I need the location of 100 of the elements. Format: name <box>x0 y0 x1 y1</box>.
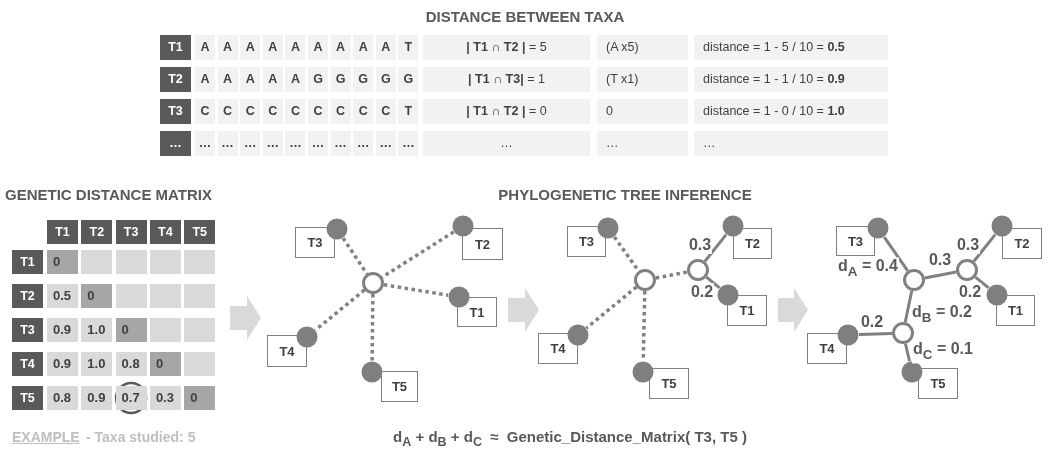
branch-line <box>974 275 990 290</box>
branch-line <box>924 270 957 280</box>
nucleotide-cell: C <box>262 99 283 124</box>
taxon-label: T1 <box>457 297 497 327</box>
taxon-header: T3 <box>115 220 147 244</box>
matrix-value: 1.0 <box>81 318 113 342</box>
matrix-value: 0 <box>47 250 78 274</box>
taxon-label: T5 <box>649 368 689 399</box>
taxon-header: T3 <box>160 99 191 124</box>
nucleotide-cell: A <box>195 67 215 92</box>
matrix-value: 0.9 <box>81 386 113 410</box>
taxon-header: T3 <box>12 318 43 342</box>
distance-cell: distance = 1 - 5 / 10 = 0.5 <box>694 35 888 60</box>
nucleotide-cell: A <box>217 35 238 60</box>
nucleotide-cell: G <box>375 67 396 92</box>
taxon-header: T1 <box>160 35 191 60</box>
nucleotide-cell: … <box>308 131 328 156</box>
nucleotide-cell: … <box>398 131 419 156</box>
step-arrow <box>508 288 539 332</box>
taxon-header: T4 <box>149 220 181 244</box>
taxon-label: T4 <box>807 333 847 364</box>
taxon-header: T1 <box>47 220 78 244</box>
distance-cell: distance = 1 - 1 / 10 = 0.9 <box>694 67 888 92</box>
matrix-value: 0.8 <box>47 386 78 410</box>
taxon-header: T1 <box>12 250 43 274</box>
branch-line <box>972 233 997 263</box>
intersection-cell: | T1 ∩ T2 | = 5 <box>423 35 590 60</box>
matrix-value: 0.8 <box>115 352 147 376</box>
taxon-header: T5 <box>12 386 43 410</box>
edge-label: 0.3 <box>687 236 713 254</box>
taxon-header: … <box>160 131 191 156</box>
shared-count-cell: (T x1) <box>597 67 688 92</box>
taxon-header: T2 <box>81 220 113 244</box>
example-label: EXAMPLE <box>12 428 81 447</box>
nucleotide-cell: A <box>240 67 261 92</box>
nucleotide-cell: A <box>308 35 328 60</box>
matrix-value: 0 <box>115 318 147 342</box>
branch-line <box>904 343 911 362</box>
taxon-label: T4 <box>538 333 578 364</box>
branch-line <box>883 236 909 272</box>
nucleotide-cell: A <box>262 67 283 92</box>
nucleotide-cell: A <box>195 35 215 60</box>
nucleotide-cell: C <box>375 99 396 124</box>
matrix-value: 0.9 <box>47 318 78 342</box>
branch-line <box>858 331 893 337</box>
nucleotide-cell: A <box>262 35 283 60</box>
nucleotide-cell: … <box>240 131 261 156</box>
intersection-cell: | T1 ∩ T2 | = 0 <box>423 99 590 124</box>
nucleotide-cell: G <box>398 67 419 92</box>
nucleotide-cell: G <box>308 67 328 92</box>
matrix-value: 0.5 <box>47 284 78 308</box>
taxon-label: T3 <box>567 226 606 257</box>
edge-label: d$_{B}$ = 0.2 <box>911 303 973 327</box>
nucleotide-cell: … <box>195 131 215 156</box>
nucleotide-cell: A <box>353 35 374 60</box>
taxon-label: T2 <box>733 228 772 259</box>
matrix-value: 1.0 <box>81 352 113 376</box>
shared-count-cell: 0 <box>597 99 688 124</box>
taxon-label: T2 <box>1002 228 1042 259</box>
matrix-value: 0 <box>81 284 113 308</box>
edge-label: 0.3 <box>955 236 981 254</box>
matrix-value: 0 <box>149 352 181 376</box>
nucleotide-cell: A <box>375 35 396 60</box>
branch-line <box>903 290 914 323</box>
distance-cell: distance = 1 - 0 / 10 = 1.0 <box>694 99 888 124</box>
nucleotide-cell: C <box>353 99 374 124</box>
taxon-label: T5 <box>918 368 958 399</box>
taxon-label: T4 <box>267 335 307 367</box>
nucleotide-cell: … <box>217 131 238 156</box>
nucleotide-cell: … <box>375 131 396 156</box>
nucleotide-cell: … <box>353 131 374 156</box>
taxon-header: T2 <box>12 284 43 308</box>
taxon-label: T3 <box>295 227 335 258</box>
branch-line <box>703 233 728 263</box>
nucleotide-cell: T <box>398 35 419 60</box>
dotted-branch-line <box>314 288 366 332</box>
taxon-label: T5 <box>381 371 418 402</box>
taxon-header: T4 <box>12 352 43 376</box>
nucleotide-cell: C <box>330 99 351 124</box>
matrix-value: 0.3 <box>149 386 181 410</box>
dotted-branch-line <box>381 230 455 279</box>
shared-count-cell: (A x5) <box>597 35 688 60</box>
edge-label: d$_{C}$ = 0.1 <box>912 340 974 364</box>
nucleotide-cell: A <box>330 35 351 60</box>
section-title: DISTANCE BETWEEN TAXA <box>424 7 626 27</box>
matrix-value: 0 <box>184 386 216 410</box>
branch-line <box>705 275 721 290</box>
dotted-branch-line <box>655 270 688 280</box>
intersection-cell: … <box>423 131 590 156</box>
matrix-value: 0.9 <box>47 352 78 376</box>
nucleotide-cell: … <box>262 131 283 156</box>
nucleotide-cell: A <box>285 67 306 92</box>
nucleotide-cell: … <box>330 131 351 156</box>
nucleotide-cell: A <box>217 67 238 92</box>
nucleotide-cell: A <box>285 35 306 60</box>
section-title: GENETIC DISTANCE MATRIX <box>5 185 213 205</box>
taxa-count-text: - Taxa studied: 5 <box>86 428 197 447</box>
taxon-label: T3 <box>836 226 875 256</box>
taxon-label: T2 <box>462 228 503 260</box>
nucleotide-cell: A <box>240 35 261 60</box>
